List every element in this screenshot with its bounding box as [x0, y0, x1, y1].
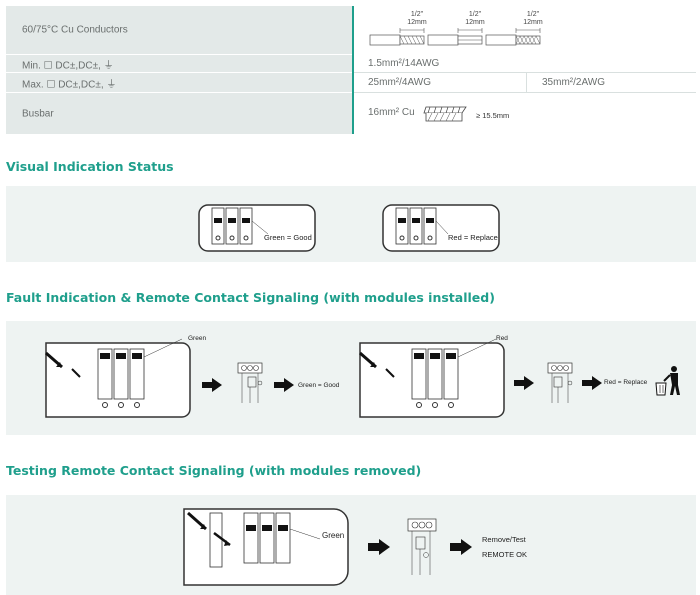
label-replace: Red = Replace [448, 233, 498, 242]
testing-panel: Green Remove/Test REMOTE OK [6, 495, 696, 595]
section-title-fault: Fault Indication & Remote Contact Signal… [6, 290, 495, 305]
spec-label: Min. ☐ DC±,DC±, ⏚ [22, 60, 114, 71]
wire-dim-3: 1/2"12mm [523, 11, 543, 26]
wire-strip-diagram: 1/2"12mm 1/2"12mm 1/2"12mm [354, 6, 696, 54]
spec-table: 60/75°C Cu Conductors [6, 6, 696, 135]
spec-row-conductors: 60/75°C Cu Conductors [6, 6, 696, 55]
wire-dim-2: 1/2"12mm [465, 11, 485, 26]
spec-value-max-2: 35mm²/2AWG [542, 77, 605, 88]
spec-row-busbar: Busbar 16mm² Cu ≥ 15.5mm [6, 93, 696, 135]
busbar-note: ≥ 15.5mm [476, 111, 510, 120]
arrow-right-icon [274, 378, 294, 392]
spec-row-min: Min. ☐ DC±,DC±, ⏚ 1.5mm²/14AWG [6, 55, 696, 73]
arrow-right-icon [450, 539, 472, 555]
section-title-visual: Visual Indication Status [6, 159, 174, 174]
spec-label: Busbar [22, 108, 54, 119]
spec-row-max: Max. ☐ DC±,DC±, ⏚ 25mm²/4AWG 35mm²/2AWG [6, 73, 696, 93]
callout-green: Green [188, 335, 207, 342]
trash-person-icon [655, 366, 680, 396]
spec-value-max: 25mm²/4AWG [368, 77, 431, 88]
wire-strip-svg [369, 28, 541, 46]
busbar-icon [423, 106, 467, 122]
spec-value-busbar: 16mm² Cu [368, 107, 415, 118]
arrow-right-icon [368, 539, 390, 555]
result-remote-ok: REMOTE OK [482, 550, 528, 559]
spec-label: 60/75°C Cu Conductors [6, 6, 352, 54]
fault-indication-panel: Green Green = Good Red Red = Replace [6, 321, 696, 435]
relay-contact-icon [547, 362, 573, 403]
arrow-right-icon [514, 376, 534, 390]
result-good: Green = Good [298, 382, 340, 389]
label-good: Green = Good [264, 233, 312, 242]
spd-modules-removed [183, 508, 349, 586]
visual-indication-panel: Green = Good Red = Replace [6, 186, 696, 262]
callout-red: Red [496, 335, 508, 342]
spd-installed-replace [359, 338, 505, 418]
arrow-right-icon [582, 376, 602, 390]
table-divider [352, 6, 354, 134]
spd-replace-illustration [382, 204, 500, 252]
spd-installed-good [45, 338, 191, 418]
relay-contact-icon [237, 362, 263, 403]
spec-value-min: 1.5mm²/14AWG [368, 58, 440, 69]
section-title-testing: Testing Remote Contact Signaling (with m… [6, 463, 422, 478]
wire-dim-1: 1/2"12mm [407, 11, 427, 26]
spd-good-illustration [198, 204, 316, 252]
result-replace: Red = Replace [604, 379, 648, 386]
result-remove-test: Remove/Test [482, 535, 526, 544]
callout-green-test: Green [322, 531, 345, 540]
arrow-right-icon [202, 378, 222, 392]
relay-contact-icon [407, 518, 437, 575]
spec-label: Max. ☐ DC±,DC±, ⏚ [22, 79, 117, 90]
